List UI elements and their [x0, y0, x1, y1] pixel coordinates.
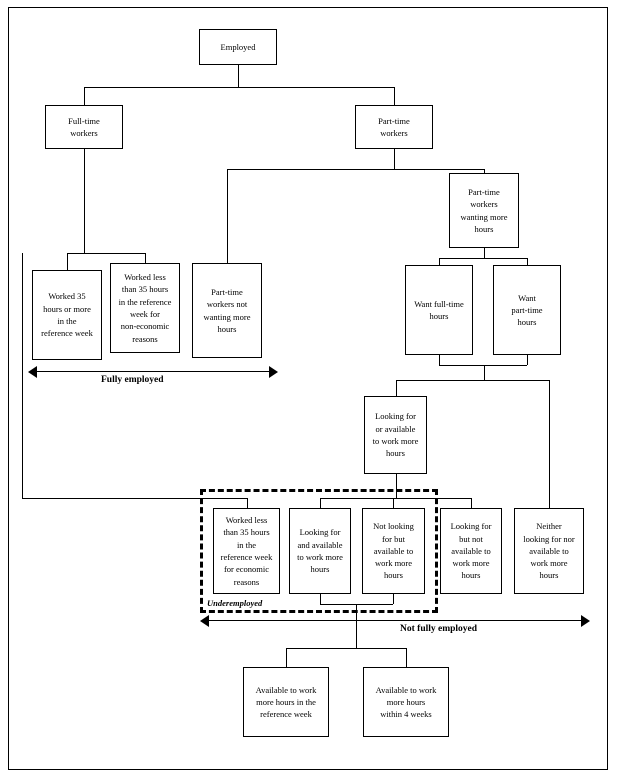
connector-availability-split-bus	[286, 648, 406, 649]
connector-want-part-time-down	[527, 355, 528, 365]
connector-to-worked-less-noneconomic	[145, 253, 146, 263]
connector-wanting-more-down	[484, 248, 485, 258]
connector-to-full-time	[84, 87, 85, 105]
connector-to-looking-but-not-available	[471, 498, 472, 508]
arrow-head-left-icon	[200, 615, 209, 627]
node-employed-label: Employed	[220, 41, 256, 52]
connector-to-part-time-wanting-more	[484, 169, 485, 173]
page-border	[8, 7, 608, 770]
connector-to-available-reference-week	[286, 648, 287, 667]
connector-employed-bus	[84, 87, 394, 88]
connector-want-merge-down	[484, 365, 485, 380]
arrow-head-left-icon	[28, 366, 37, 378]
fully-employed-label: Fully employed	[101, 375, 164, 385]
connector-to-want-full-time	[439, 258, 440, 265]
connector-want-full-time-down	[439, 355, 440, 365]
fully-employed-arrow	[28, 366, 278, 378]
arrow-head-right-icon	[269, 366, 278, 378]
connector-want-merge-bus	[439, 365, 527, 366]
underemployed-label: Underemployed	[206, 598, 264, 608]
connector-looking-and-available-down	[320, 594, 321, 604]
connector-to-looking-and-available	[320, 498, 321, 508]
connector-merge-split-bus	[396, 380, 549, 381]
connector-looking-or-available-down	[396, 474, 397, 498]
connector-to-available-within-4-weeks	[406, 648, 407, 667]
node-employed[interactable]: Employed	[199, 29, 277, 65]
connector-wanting-more-bus	[439, 258, 527, 259]
not-fully-employed-label: Not fully employed	[400, 624, 478, 634]
arrow-shaft	[34, 371, 272, 372]
arrow-head-right-icon	[581, 615, 590, 627]
connector-not-looking-but-available-down	[393, 594, 394, 604]
connector-looking-children-bus	[320, 498, 471, 499]
connector-employed-down	[238, 65, 239, 87]
not-fully-employed-arrow	[200, 615, 590, 627]
connector-full-time-bus	[67, 253, 145, 254]
connector-to-worked-35	[67, 253, 68, 270]
connector-to-looking-or-available	[396, 380, 397, 396]
connector-economic-to-box	[247, 498, 248, 508]
connector-economic-left-horizontal	[22, 498, 247, 499]
connector-to-not-looking-but-available	[393, 498, 394, 508]
connector-full-time-down	[84, 149, 85, 253]
connector-to-neither-looking	[549, 380, 550, 508]
connector-to-part-time-not-wanting	[227, 169, 228, 263]
connector-part-time-down	[394, 149, 395, 169]
connector-part-time-bus	[227, 169, 484, 170]
connector-availability-merge-down	[356, 604, 357, 648]
connector-economic-left-vertical	[22, 253, 23, 498]
underemployed-group-box	[200, 489, 438, 613]
connector-to-want-part-time	[527, 258, 528, 265]
arrow-shaft	[206, 620, 584, 621]
connector-to-part-time	[394, 87, 395, 105]
